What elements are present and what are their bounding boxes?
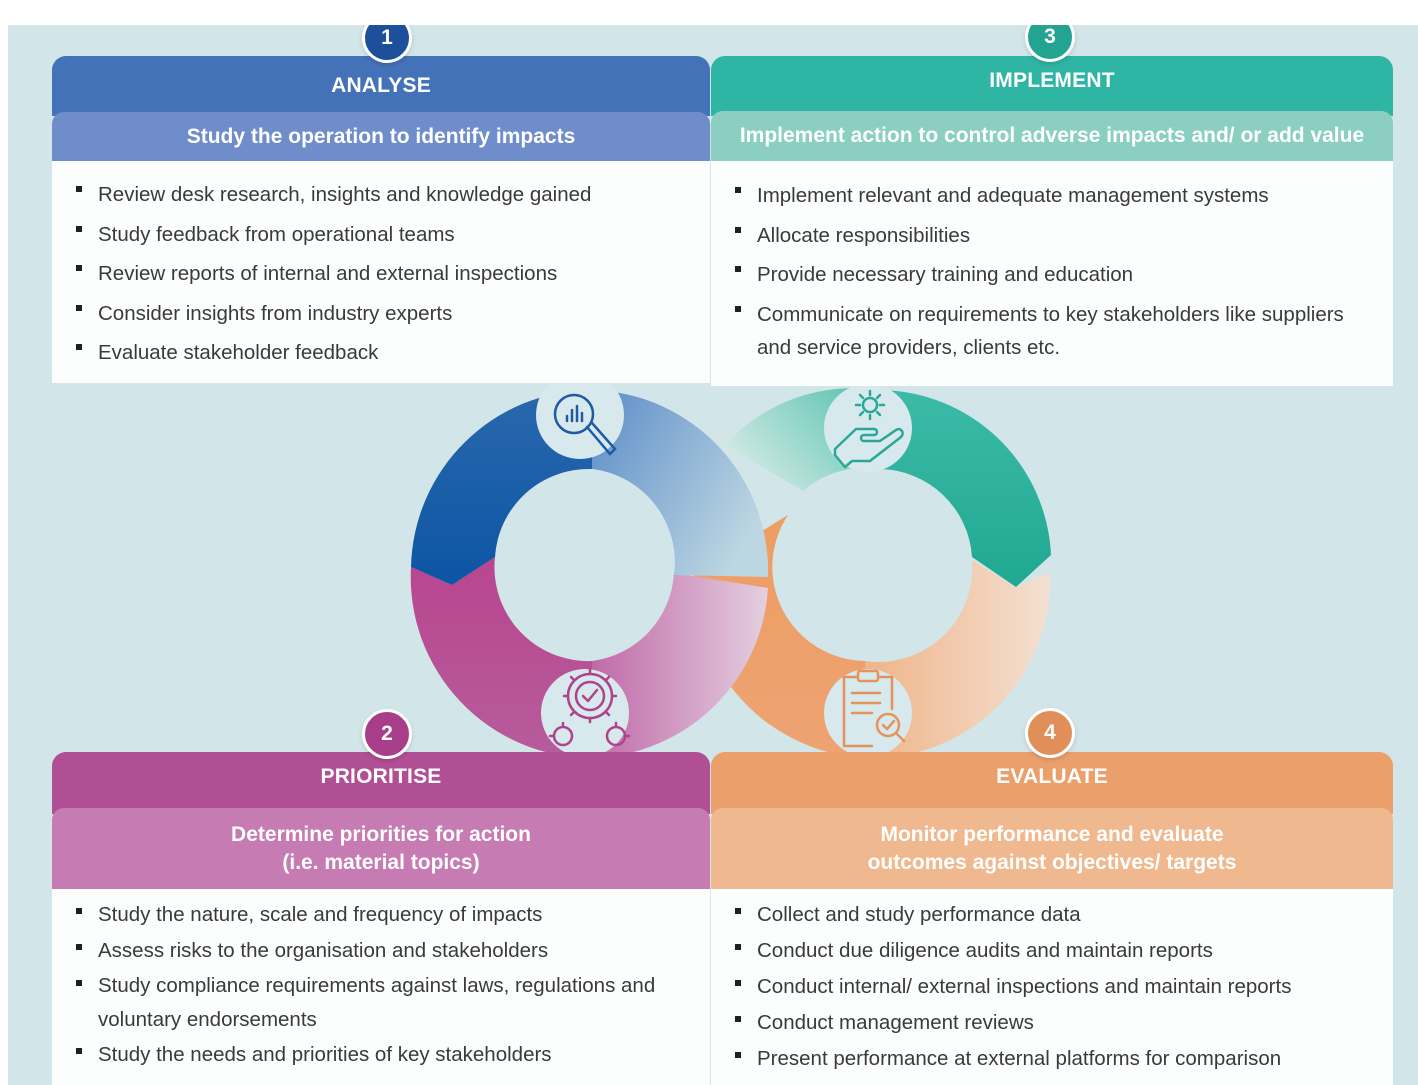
prioritise-title: PRIORITISE xyxy=(320,765,442,788)
evaluate-subtitle-line2: outcomes against objectives/ targets xyxy=(867,850,1237,874)
analyse-body: Review desk research, insights and knowl… xyxy=(52,161,710,383)
implement-list: Implement relevant and adequate manageme… xyxy=(711,176,1393,364)
list-item: Study the needs and priorities of key st… xyxy=(52,1037,710,1073)
list-item: Provide necessary training and education xyxy=(711,255,1393,295)
implement-subtitle: Implement action to control adverse impa… xyxy=(711,111,1393,161)
evaluate-subtitle-line1: Monitor performance and evaluate xyxy=(880,822,1224,846)
list-item: Study feedback from operational teams xyxy=(52,215,710,255)
step-4-badge: 4 xyxy=(1025,708,1075,758)
list-item: Present performance at external platform… xyxy=(711,1041,1393,1077)
analyse-panel: ANALYSE Study the operation to identify … xyxy=(52,56,710,383)
list-item: Conduct management reviews xyxy=(711,1005,1393,1041)
step-1-badge: 1 xyxy=(362,25,412,63)
analyse-list: Review desk research, insights and knowl… xyxy=(52,175,710,373)
gears-check-icon xyxy=(548,668,631,747)
prioritise-body: Study the nature, scale and frequency of… xyxy=(52,889,710,1085)
prioritise-header xyxy=(52,752,710,814)
evaluate-header xyxy=(711,752,1393,814)
implement-body: Implement relevant and adequate manageme… xyxy=(711,161,1393,386)
analyse-subtitle: Study the operation to identify impacts xyxy=(52,112,710,161)
cycle-analyse-fade xyxy=(592,390,769,577)
prioritise-subtitle-line2: (i.e. material topics) xyxy=(282,850,480,874)
list-item: Evaluate stakeholder feedback xyxy=(52,333,710,373)
list-item: Consider insights from industry experts xyxy=(52,294,710,334)
implement-panel: IMPLEMENT Implement action to control ad… xyxy=(711,56,1393,386)
cycle-diagram xyxy=(410,371,1051,759)
analytics-magnifier-icon xyxy=(553,393,617,456)
analyse-icon-circle xyxy=(536,371,624,459)
prioritise-panel: PRIORITISE Determine priorities for acti… xyxy=(52,752,710,1085)
evaluate-list: Collect and study performance data Condu… xyxy=(711,897,1393,1077)
prioritise-subtitle-line1: Determine priorities for action xyxy=(231,822,531,846)
analyse-header xyxy=(52,56,710,116)
list-item: Communicate on requirements to key stake… xyxy=(711,295,1393,364)
evaluate-title: EVALUATE xyxy=(996,765,1108,788)
list-item: Allocate responsibilities xyxy=(711,216,1393,256)
clipboard-check-icon xyxy=(842,669,906,748)
list-item: Conduct due diligence audits and maintai… xyxy=(711,933,1393,969)
prioritise-list: Study the nature, scale and frequency of… xyxy=(52,897,710,1073)
step-3-badge: 3 xyxy=(1025,25,1075,62)
prioritise-subtitle: Determine priorities for action (i.e. ma… xyxy=(52,808,710,889)
implement-header xyxy=(711,56,1393,116)
list-item: Review reports of internal and external … xyxy=(52,254,710,294)
list-item: Study the nature, scale and frequency of… xyxy=(52,897,710,933)
list-item: Collect and study performance data xyxy=(711,897,1393,933)
implement-title: IMPLEMENT xyxy=(989,69,1115,92)
step-2-badge: 2 xyxy=(362,709,412,759)
diagram-canvas: ANALYSE Study the operation to identify … xyxy=(8,25,1418,1085)
list-item: Implement relevant and adequate manageme… xyxy=(711,176,1393,216)
list-item: Assess risks to the organisation and sta… xyxy=(52,933,710,969)
list-item: Study compliance requirements against la… xyxy=(52,969,710,1037)
hand-gear-icon xyxy=(833,389,904,469)
evaluate-subtitle: Monitor performance and evaluate outcome… xyxy=(711,808,1393,889)
evaluate-body: Collect and study performance data Condu… xyxy=(711,889,1393,1085)
cycle-prioritise-fade xyxy=(592,573,768,758)
cycle-implement-arrow xyxy=(879,390,1051,587)
analyse-title: ANALYSE xyxy=(331,74,431,97)
list-item: Conduct internal/ external inspections a… xyxy=(711,969,1393,1005)
list-item: Review desk research, insights and knowl… xyxy=(52,175,710,215)
evaluate-panel: EVALUATE Monitor performance and evaluat… xyxy=(711,752,1393,1085)
